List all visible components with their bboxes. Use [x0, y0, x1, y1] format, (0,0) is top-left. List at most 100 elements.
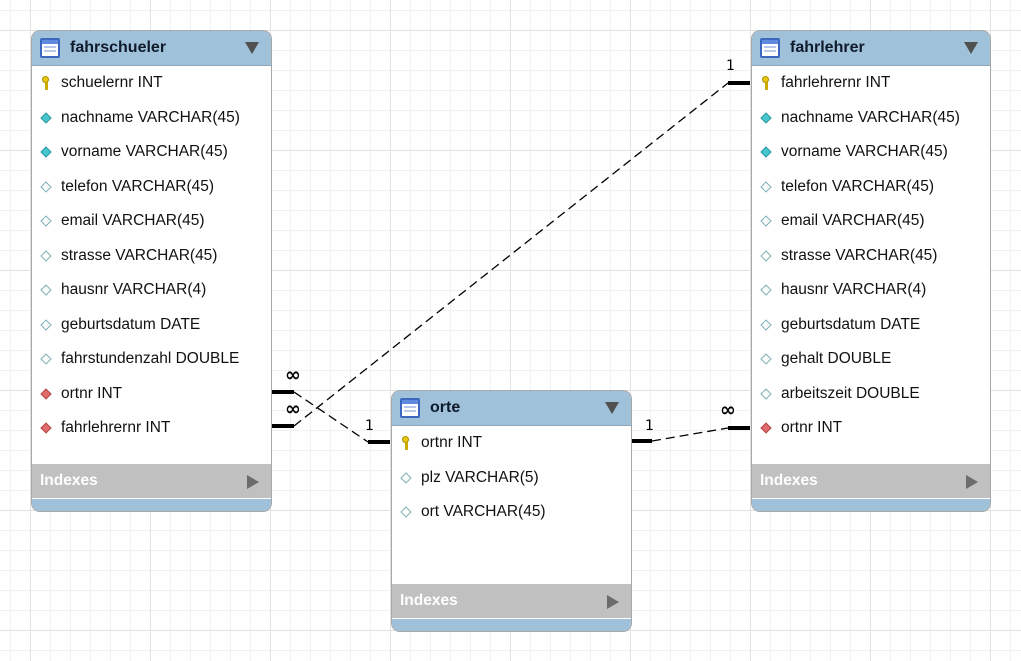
indexes-label: Indexes — [400, 592, 458, 609]
column-row[interactable]: vorname VARCHAR(45) — [32, 135, 271, 170]
column-row[interactable]: telefon VARCHAR(45) — [752, 170, 990, 205]
column-row[interactable]: hausnr VARCHAR(4) — [752, 273, 990, 308]
column-row[interactable]: email VARCHAR(45) — [752, 204, 990, 239]
column-label: nachname VARCHAR(45) — [61, 108, 240, 126]
entity-footer — [752, 499, 990, 511]
diamond-filled-icon — [760, 145, 772, 159]
column-label: gehalt DOUBLE — [781, 350, 892, 368]
collapse-triangle-icon[interactable] — [245, 42, 259, 54]
column-row[interactable]: strasse VARCHAR(45) — [752, 239, 990, 274]
expand-triangle-icon[interactable] — [966, 475, 978, 489]
diamond-empty-icon — [760, 318, 772, 332]
column-list: fahrlehrernr INT nachname VARCHAR(45) vo… — [752, 66, 990, 446]
column-row[interactable]: plz VARCHAR(5) — [392, 461, 631, 496]
entity-orte[interactable]: orte ortnr INT plz VARCHAR(5) ort VARCHA… — [391, 390, 632, 632]
relationship-fahrschueler-orte[interactable] — [272, 390, 390, 444]
column-row[interactable]: strasse VARCHAR(45) — [32, 239, 271, 274]
column-row[interactable]: fahrstundenzahl DOUBLE — [32, 342, 271, 377]
cardinality-many-label: ∞ — [285, 364, 301, 386]
diamond-empty-icon — [40, 180, 52, 194]
relationship-fahrlehrer-orte[interactable] — [630, 426, 750, 443]
relationship-fahrschueler-fahrlehrer[interactable] — [272, 81, 750, 428]
diamond-empty-icon — [760, 387, 772, 401]
diamond-empty-icon — [760, 283, 772, 297]
diamond-empty-icon — [40, 249, 52, 263]
collapse-triangle-icon[interactable] — [605, 402, 619, 414]
column-label: telefon VARCHAR(45) — [781, 177, 935, 195]
column-row[interactable]: arbeitszeit DOUBLE — [752, 377, 990, 412]
diamond-filled-icon — [40, 145, 52, 159]
column-label: plz VARCHAR(5) — [421, 468, 539, 486]
diamond-empty-icon — [760, 249, 772, 263]
column-row[interactable]: nachname VARCHAR(45) — [32, 101, 271, 136]
entity-header[interactable]: orte — [392, 391, 631, 426]
column-row[interactable]: ortnr INT — [752, 411, 990, 446]
column-label: ortnr INT — [421, 434, 483, 452]
column-row[interactable]: ortnr INT — [392, 426, 631, 461]
column-row[interactable]: geburtsdatum DATE — [32, 308, 271, 343]
cardinality-one-label: 1 — [726, 58, 735, 74]
key-icon — [761, 76, 771, 91]
indexes-bar[interactable]: Indexes — [752, 464, 990, 498]
column-row[interactable]: email VARCHAR(45) — [32, 204, 271, 239]
column-row[interactable]: vorname VARCHAR(45) — [752, 135, 990, 170]
diamond-foreign-key-icon — [40, 421, 52, 435]
column-row[interactable]: fahrlehrernr INT — [752, 66, 990, 101]
diamond-empty-icon — [40, 352, 52, 366]
cardinality-one-label: 1 — [645, 418, 654, 434]
table-icon — [400, 398, 420, 418]
entity-fahrlehrer[interactable]: fahrlehrer fahrlehrernr INT nachname VAR… — [751, 30, 991, 512]
key-icon — [401, 436, 411, 451]
column-label: fahrlehrernr INT — [61, 419, 171, 437]
column-label: geburtsdatum DATE — [781, 315, 921, 333]
entity-fahrschueler[interactable]: fahrschueler schuelernr INT nachname VAR… — [31, 30, 272, 512]
column-label: vorname VARCHAR(45) — [61, 143, 228, 161]
column-label: hausnr VARCHAR(4) — [61, 281, 207, 299]
column-row[interactable]: schuelernr INT — [32, 66, 271, 101]
expand-triangle-icon[interactable] — [607, 595, 619, 609]
column-label: nachname VARCHAR(45) — [781, 108, 960, 126]
column-row[interactable]: ort VARCHAR(45) — [392, 495, 631, 530]
diamond-empty-icon — [40, 283, 52, 297]
column-label: strasse VARCHAR(45) — [781, 246, 938, 264]
diamond-foreign-key-icon — [760, 421, 772, 435]
column-row[interactable]: telefon VARCHAR(45) — [32, 170, 271, 205]
column-label: ortnr INT — [781, 419, 843, 437]
column-row[interactable]: geburtsdatum DATE — [752, 308, 990, 343]
entity-header[interactable]: fahrschueler — [32, 31, 271, 66]
diamond-foreign-key-icon — [40, 387, 52, 401]
column-row[interactable]: hausnr VARCHAR(4) — [32, 273, 271, 308]
indexes-bar[interactable]: Indexes — [392, 584, 631, 618]
column-label: vorname VARCHAR(45) — [781, 143, 948, 161]
column-row[interactable]: ortnr INT — [32, 377, 271, 412]
cardinality-many-label: ∞ — [720, 399, 736, 421]
indexes-bar[interactable]: Indexes — [32, 464, 271, 498]
column-label: email VARCHAR(45) — [61, 212, 205, 230]
column-row[interactable]: fahrlehrernr INT — [32, 411, 271, 446]
diamond-filled-icon — [760, 111, 772, 125]
column-label: fahrstundenzahl DOUBLE — [61, 350, 240, 368]
column-label: arbeitszeit DOUBLE — [781, 384, 920, 402]
diamond-empty-icon — [760, 352, 772, 366]
column-row[interactable]: nachname VARCHAR(45) — [752, 101, 990, 136]
column-label: schuelernr INT — [61, 74, 163, 92]
diamond-empty-icon — [760, 214, 772, 228]
column-label: strasse VARCHAR(45) — [61, 246, 218, 264]
entity-header[interactable]: fahrlehrer — [752, 31, 990, 66]
diamond-empty-icon — [40, 318, 52, 332]
collapse-triangle-icon[interactable] — [964, 42, 978, 54]
key-icon — [41, 76, 51, 91]
expand-triangle-icon[interactable] — [247, 475, 259, 489]
entity-title: fahrschueler — [70, 39, 167, 56]
table-icon — [40, 38, 60, 58]
diamond-empty-icon — [40, 214, 52, 228]
indexes-label: Indexes — [40, 472, 98, 489]
column-row[interactable]: gehalt DOUBLE — [752, 342, 990, 377]
entity-title: fahrlehrer — [790, 39, 865, 56]
cardinality-many-label: ∞ — [285, 398, 301, 420]
table-icon — [760, 38, 780, 58]
indexes-label: Indexes — [760, 472, 818, 489]
entity-footer — [392, 619, 631, 631]
diamond-filled-icon — [40, 111, 52, 125]
